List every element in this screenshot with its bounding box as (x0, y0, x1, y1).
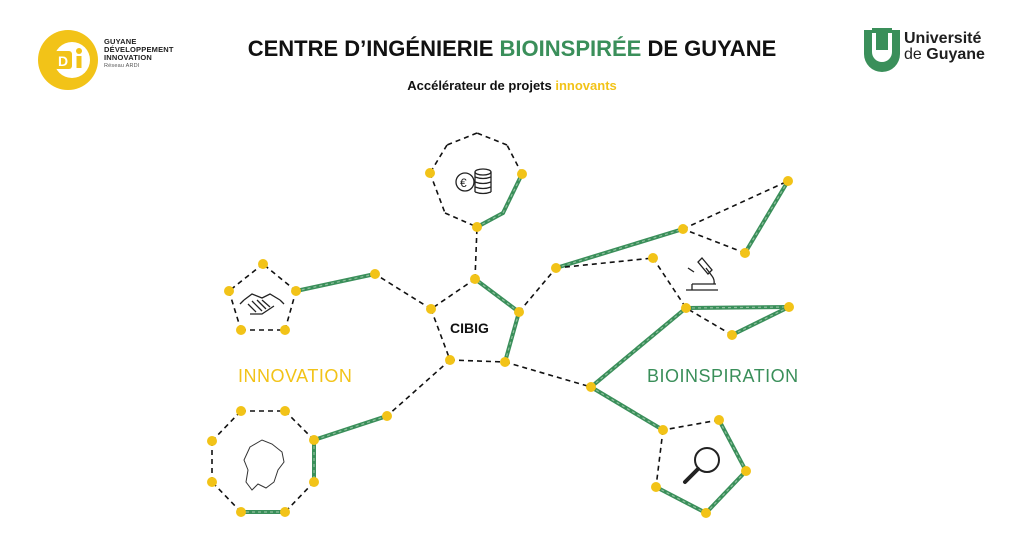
subtitle-part-1: Accélérateur de projets (407, 78, 556, 93)
subtitle-part-innovants: innovants (555, 78, 617, 93)
bioinspiration-label: BIOINSPIRATION (647, 366, 799, 386)
gdi-logo-icon: D (38, 30, 98, 90)
page-subtitle: Accélérateur de projets innovants (0, 78, 1024, 93)
title-part-3: DE GUYANE (641, 36, 777, 61)
svg-text:D: D (58, 53, 68, 69)
map-octagon (211, 359, 451, 514)
logo-line-reseau: Réseau ARDI (104, 63, 140, 69)
center-label-cibig: CIBIG (450, 320, 489, 336)
euro-octagon (429, 132, 524, 280)
guyane-developpement-innovation-logo: D GUYANE DÉVELOPPEMENT INNOVATION Réseau… (34, 24, 204, 94)
universite-line-2b: Guyane (926, 46, 985, 63)
nodes (207, 168, 794, 518)
universite-line-2: de Guyane (904, 46, 985, 64)
handshake-pentagon (228, 263, 432, 331)
magnifier-pentagon (654, 418, 748, 515)
svg-text:€: € (460, 176, 467, 190)
handshake-icon (239, 293, 285, 315)
french-guiana-map-icon (243, 439, 285, 491)
title-part-1: CENTRE D’INGÉNIERIE (247, 36, 500, 61)
center-pentagon (430, 277, 521, 364)
universite-logo-icon (864, 28, 900, 72)
logo-line-guyane: GUYANE (104, 37, 137, 46)
bioinspiration-branch (504, 179, 791, 432)
universite-de-guyane-logo: Université de Guyane (862, 26, 1002, 76)
title-part-bioinspiree: BIOINSPIRÉE (499, 36, 642, 61)
universite-line-2a: de (904, 46, 927, 63)
universite-line-1: Université (904, 30, 982, 47)
innovation-label: INNOVATION (238, 366, 353, 386)
logo-line-developpement: DÉVELOPPEMENT (104, 45, 174, 54)
magnifier-icon (683, 447, 720, 484)
euro-coins-icon: € (455, 168, 492, 195)
logo-line-innovation: INNOVATION (104, 53, 152, 62)
microscope-icon (686, 257, 718, 291)
page-title: CENTRE D’INGÉNIERIE BIOINSPIRÉE DE GUYAN… (0, 36, 1024, 62)
